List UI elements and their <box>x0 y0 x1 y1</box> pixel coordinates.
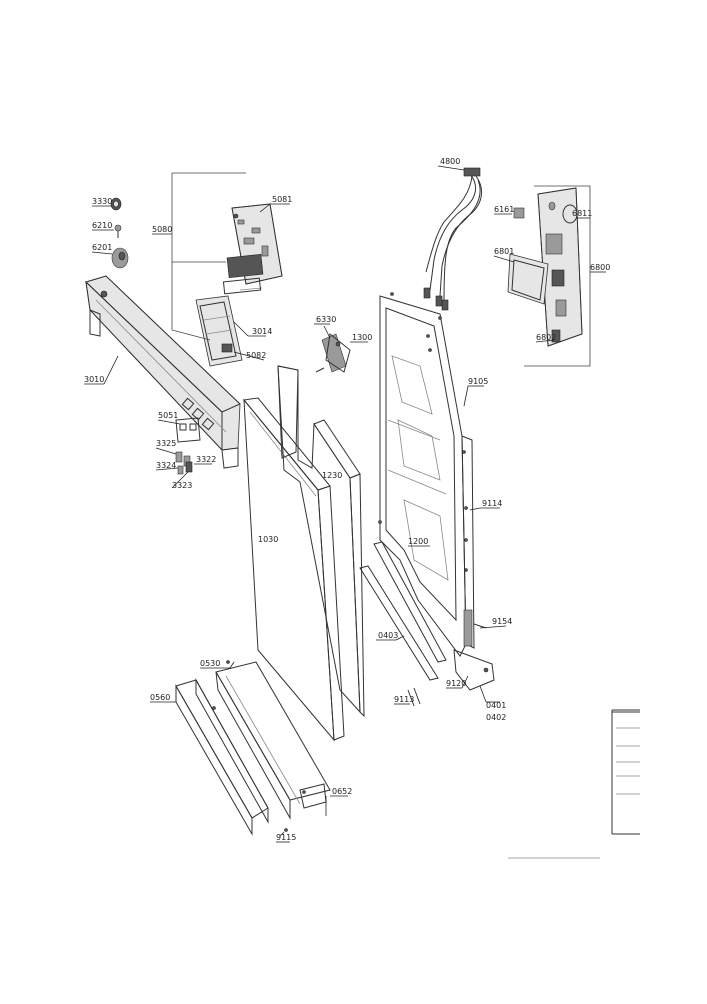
callout-6201: 6201 <box>92 243 112 252</box>
callout-9120: 9120 <box>446 679 466 688</box>
hinge-6330 <box>315 333 351 373</box>
shaft-6210 <box>114 224 122 238</box>
control-panel-3010 <box>85 275 241 469</box>
callout-6811: 6811 <box>572 209 592 218</box>
callout-3010: 3010 <box>84 375 104 384</box>
inner-door-1200 <box>378 292 475 657</box>
callout-1030: 1030 <box>258 535 278 544</box>
callout-3014: 3014 <box>252 327 272 336</box>
callout-3330: 3330 <box>92 197 112 206</box>
callout-3323: 3323 <box>172 481 192 490</box>
bracket-5080 <box>171 172 246 341</box>
callout-5081: 5081 <box>272 195 292 204</box>
callout-3325: 3325 <box>156 439 176 448</box>
plinth-0530 <box>212 660 331 832</box>
plinth-0560 <box>175 678 269 836</box>
knob-6201 <box>111 247 129 269</box>
callout-6210: 6210 <box>92 221 112 230</box>
electronic-board-5081 <box>222 203 283 295</box>
detergent-dispenser-6800 <box>507 187 583 347</box>
screws-9113 <box>407 687 421 707</box>
callout-9154: 9154 <box>492 617 512 626</box>
wiring-harness-4800 <box>423 167 483 311</box>
knob-3330 <box>110 197 122 211</box>
bracket-9120 <box>453 623 495 691</box>
callout-1300: 1300 <box>352 333 372 342</box>
callout-group: 3330 6210 6201 5080 5081 3014 5082 3010 … <box>84 157 610 843</box>
insulation-1230 <box>277 365 365 718</box>
callout-6330: 6330 <box>316 315 336 324</box>
seal-strip-0403 <box>359 541 447 681</box>
callout-0403: 0403 <box>378 631 398 640</box>
callout-1200: 1200 <box>408 537 428 546</box>
callout-0402: 0402 <box>486 713 506 722</box>
keypad-5051 <box>175 417 201 443</box>
callout-5080: 5080 <box>152 225 172 234</box>
callout-0560: 0560 <box>150 693 170 702</box>
callout-0652: 0652 <box>332 787 352 796</box>
callout-9114: 9114 <box>482 499 502 508</box>
bracket-6800 <box>524 185 591 367</box>
callout-9113: 9113 <box>394 695 414 704</box>
switches-3322-3325 <box>175 451 193 475</box>
callout-4800: 4800 <box>440 157 460 166</box>
callout-0530: 0530 <box>200 659 220 668</box>
callout-3322: 3322 <box>196 455 216 464</box>
outer-door-panel-1030 <box>243 397 345 742</box>
callout-6161: 6161 <box>494 205 514 214</box>
callout-1230: 1230 <box>322 471 342 480</box>
display-module-3014 <box>195 295 243 367</box>
callout-6802: 6802 <box>536 333 556 342</box>
callout-6801: 6801 <box>494 247 514 256</box>
callout-5082: 5082 <box>246 351 266 360</box>
callout-9105: 9105 <box>468 377 488 386</box>
callout-6800: 6800 <box>590 263 610 272</box>
legend-fragment <box>508 709 640 859</box>
callout-0401: 0401 <box>486 701 506 710</box>
callout-5051: 5051 <box>158 411 178 420</box>
callout-9115: 9115 <box>276 833 296 842</box>
callout-3324: 3324 <box>156 461 176 470</box>
